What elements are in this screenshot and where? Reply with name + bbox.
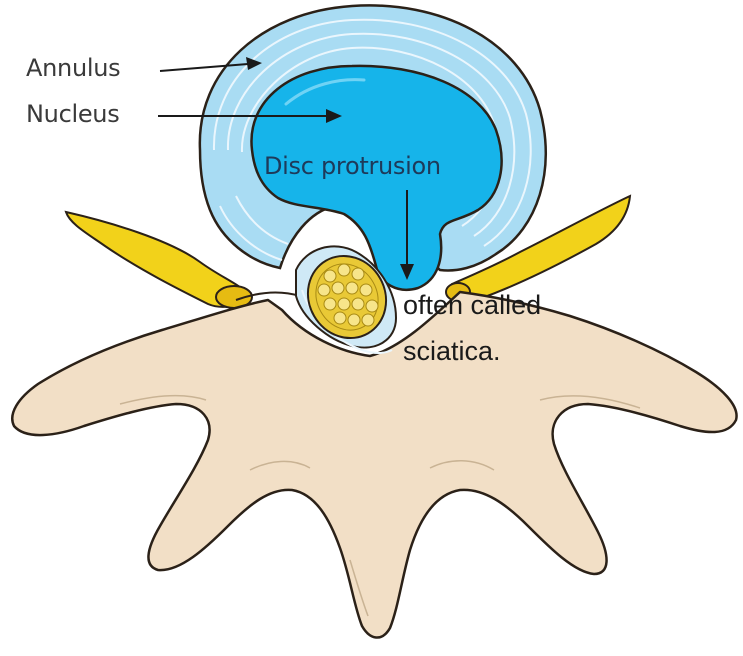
annulus-label: Annulus bbox=[26, 54, 120, 82]
nucleus-label: Nucleus bbox=[26, 100, 119, 128]
sciatica-note-line2: sciatica. bbox=[403, 336, 501, 367]
sciatica-note-line1: often called bbox=[403, 290, 541, 321]
disc-protrusion-label: Disc protrusion bbox=[264, 152, 441, 180]
